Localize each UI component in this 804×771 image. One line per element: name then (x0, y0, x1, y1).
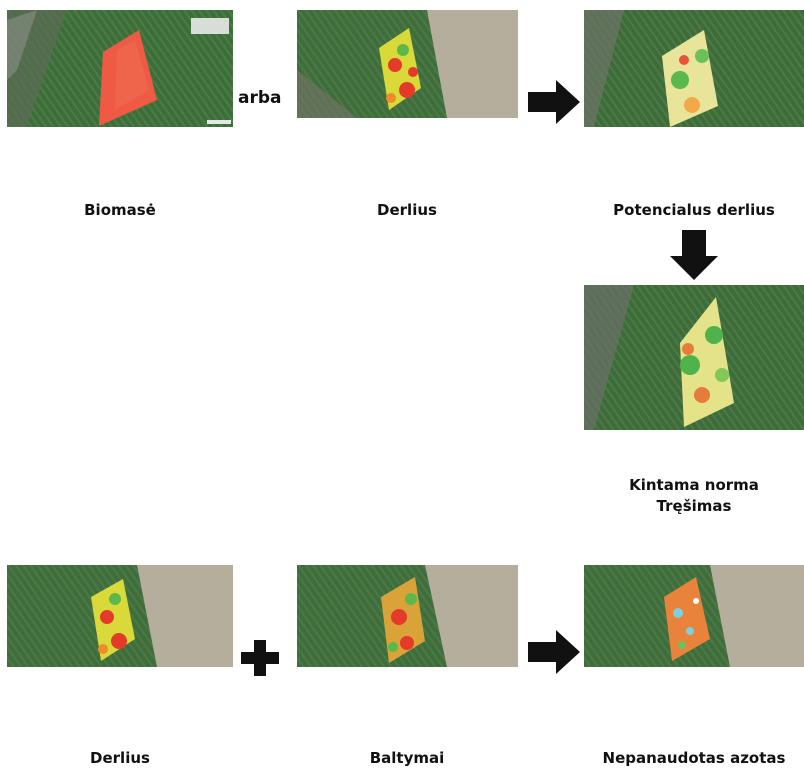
arrow-right-icon-2 (528, 630, 580, 674)
protein-map-image (297, 565, 518, 667)
label-biomass: Biomasė (84, 201, 156, 219)
label-variable-rate-line1: Kintama norma (629, 476, 759, 494)
label-potential-yield: Potencialus derlius (613, 201, 775, 219)
label-yield: Derlius (377, 201, 437, 219)
potential-yield-map-image (584, 10, 804, 127)
label-protein: Baltymai (369, 749, 445, 767)
yield-map-image (297, 10, 518, 118)
label-unused-nitrogen: Nepanaudotas azotas (602, 749, 786, 767)
variable-rate-fertilization-map-image (584, 285, 804, 430)
label-yield-2: Derlius (90, 749, 150, 767)
biomass-map-image (7, 10, 233, 127)
label-variable-rate-line2: Tręšimas (656, 497, 732, 515)
yield-map-image-2 (7, 565, 233, 667)
arrow-right-icon (528, 80, 580, 124)
arrow-down-icon (670, 230, 718, 280)
unused-nitrogen-map-image (584, 565, 804, 667)
or-connector: arba (238, 88, 282, 108)
plus-icon (241, 640, 279, 676)
label-variable-rate: Kintama norma Tręšimas (594, 475, 794, 517)
